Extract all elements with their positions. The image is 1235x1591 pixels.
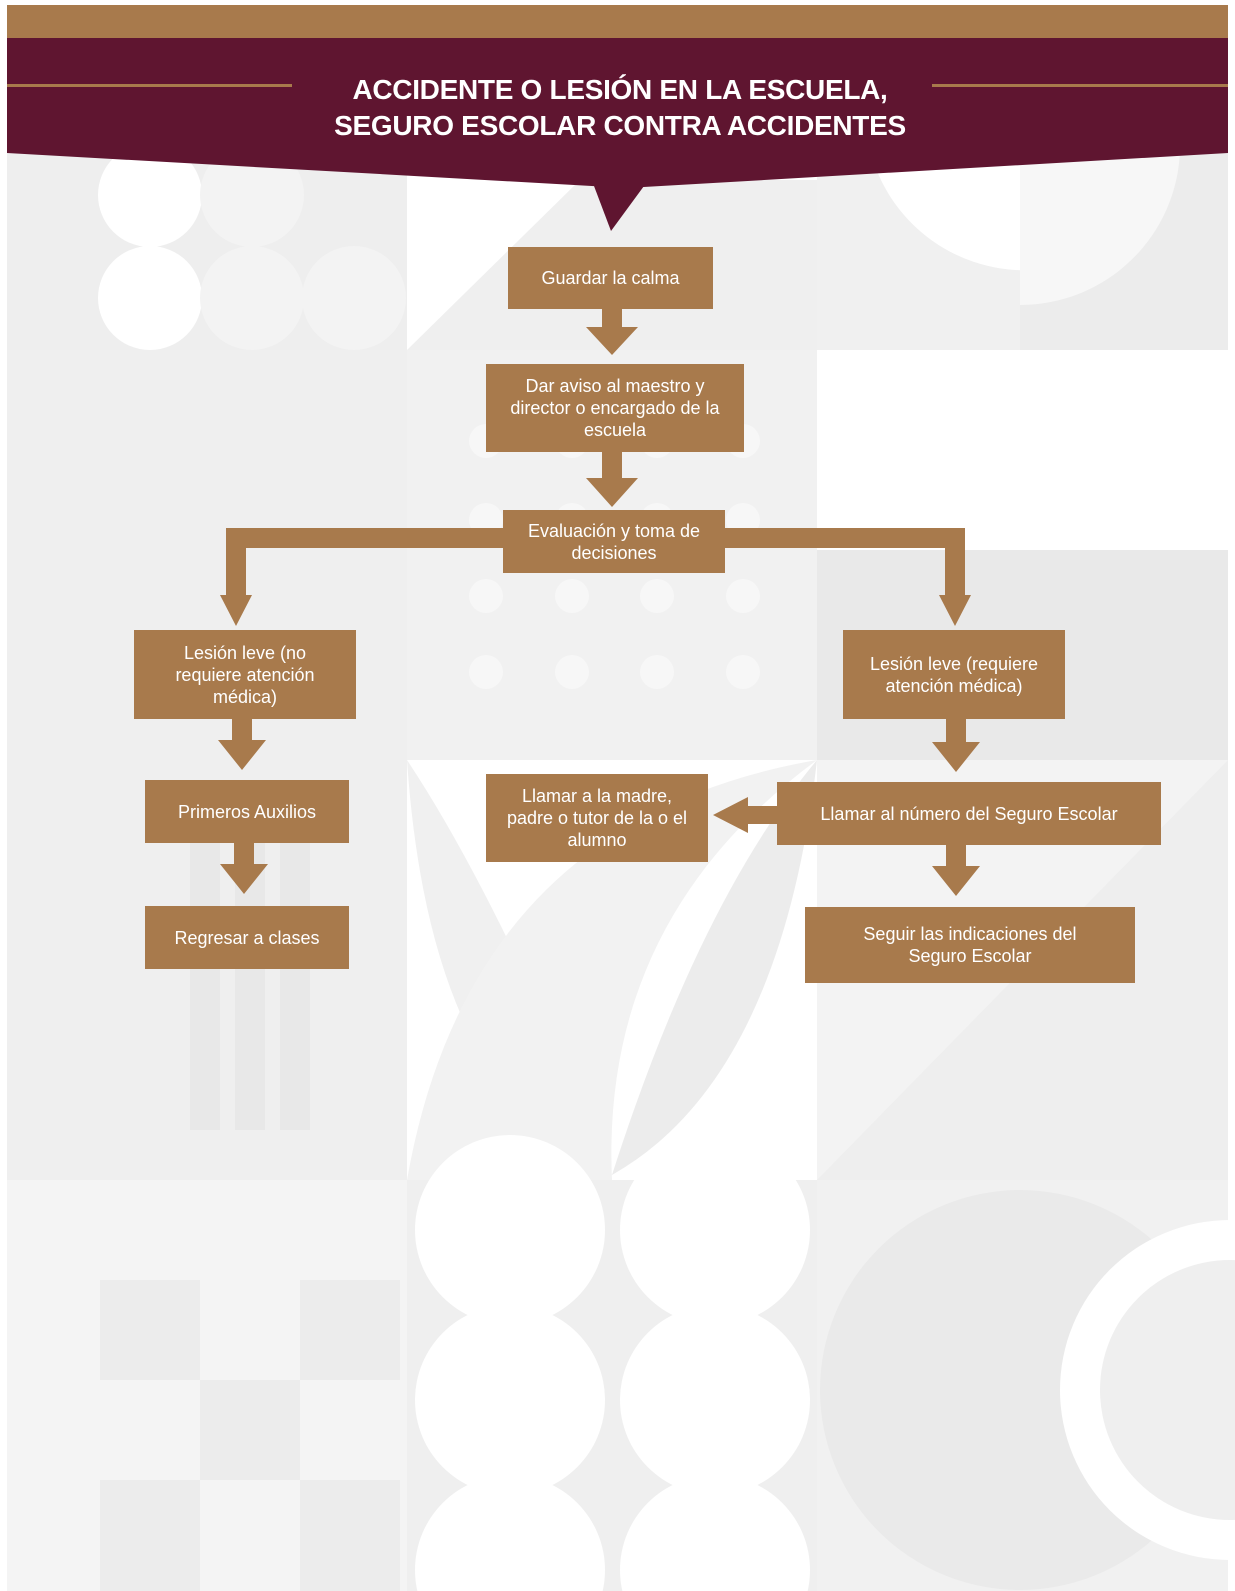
flow-right-result: Seguir las indicaciones del Seguro Escol… <box>805 907 1135 983</box>
title-line-2: SEGURO ESCOLAR CONTRA ACCIDENTES <box>334 110 906 141</box>
top-accent-bar <box>7 5 1228 39</box>
connector-to-left-branch <box>226 528 506 548</box>
flow-left-result: Regresar a clases <box>145 906 349 969</box>
flow-left-decision: Lesión leve (no requiere atención médica… <box>134 630 356 719</box>
title-line-1: ACCIDENTE O LESIÓN EN LA ESCUELA, <box>352 74 888 105</box>
flow-left-action: Primeros Auxilios <box>145 780 349 843</box>
flow-right-action: Llamar al número del Seguro Escolar <box>777 782 1161 845</box>
arrow-action-to-notify <box>713 797 778 833</box>
flow-step-guardar-calma: Guardar la calma <box>508 247 713 309</box>
arrow-to-right-decision <box>939 595 971 626</box>
connector-to-right-branch <box>720 528 965 548</box>
title-banner <box>7 38 1228 231</box>
flow-step-evaluacion: Evaluación y toma de decisiones <box>503 510 725 573</box>
flow-right-decision: Lesión leve (requiere atención médica) <box>843 630 1065 719</box>
arrow-right-action-to-result <box>932 842 980 896</box>
page-title: ACCIDENTE O LESIÓN EN LA ESCUELA, SEGURO… <box>270 72 970 144</box>
arrow-left-action-to-result <box>220 840 268 894</box>
arrow-left-decision-to-action <box>218 715 266 770</box>
flow-notify-parent: Llamar a la madre, padre o tutor de la o… <box>486 774 708 862</box>
flow-step-dar-aviso: Dar aviso al maestro y director o encarg… <box>486 364 744 452</box>
arrow-right-decision-to-action <box>932 715 980 772</box>
arrow-step2-to-step3 <box>586 448 638 507</box>
arrow-to-left-decision <box>220 595 252 626</box>
arrow-step1-to-step2 <box>586 305 638 355</box>
